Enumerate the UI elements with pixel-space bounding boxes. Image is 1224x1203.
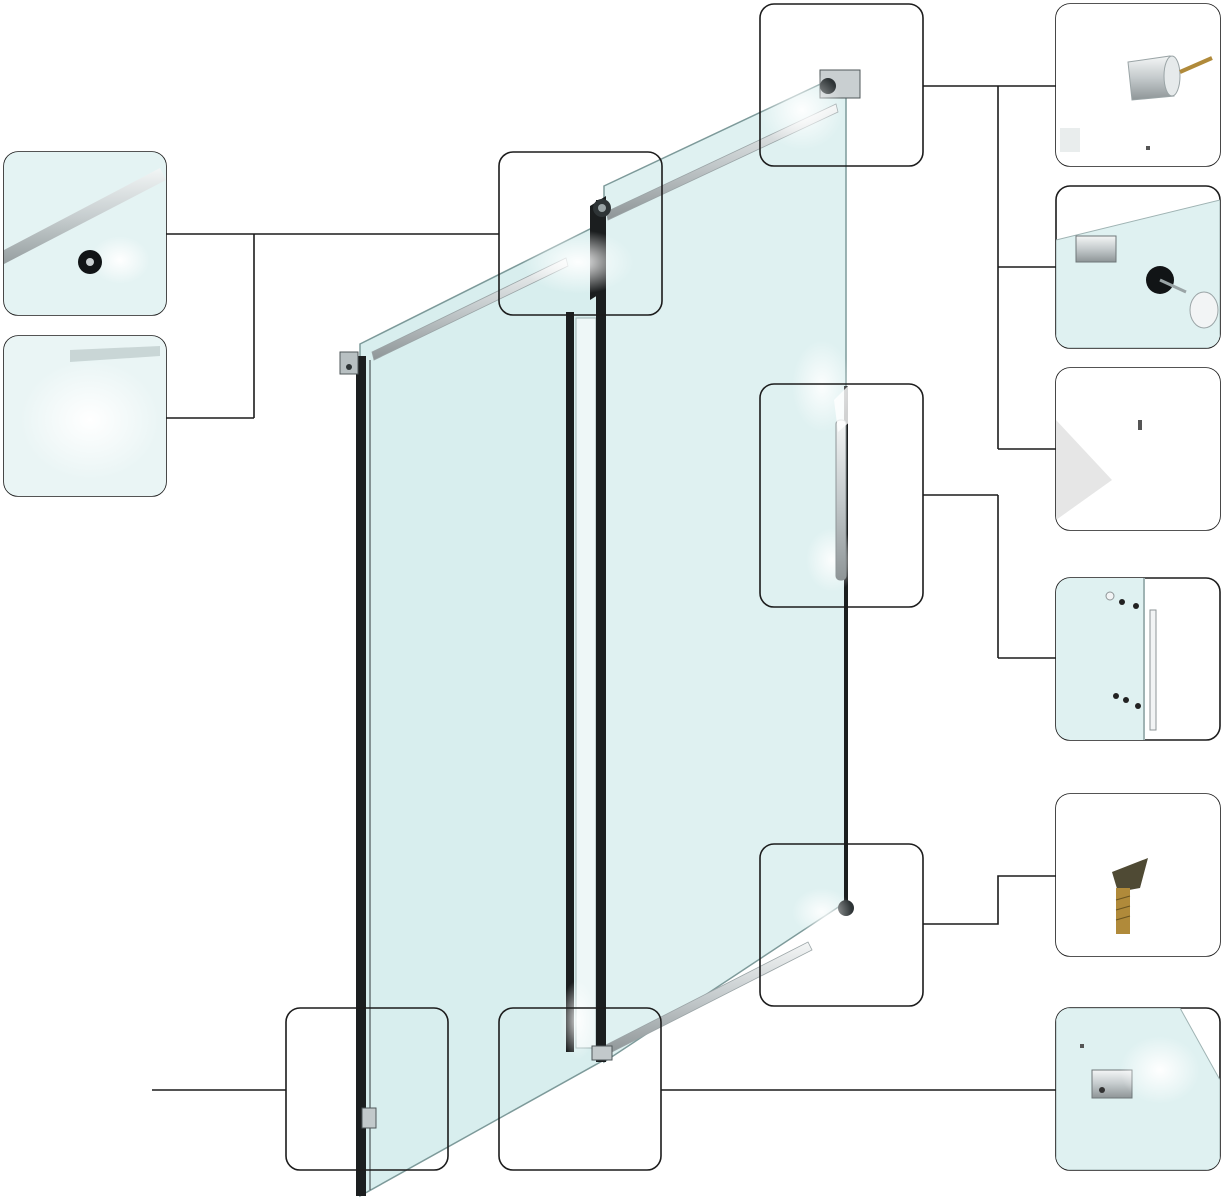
center-profile-left: [566, 312, 574, 1052]
detail-roller-closeup: [3, 151, 167, 316]
callout-bottom-clamp: [285, 1007, 449, 1171]
left-wall-profile: [356, 356, 366, 1196]
leader-lines: [152, 85, 1056, 1091]
callout-stopper: [759, 843, 924, 1007]
stopper-icon: [1112, 858, 1148, 934]
floor-guide: [591, 1045, 613, 1061]
detail-wheel-cap: [1055, 185, 1221, 349]
center-profile-right: [596, 200, 606, 1062]
callout-floor-guide: [498, 1007, 662, 1171]
detail-guide-closeup: [3, 335, 167, 497]
detail-floor-guide: [1055, 1007, 1221, 1171]
bracket-icon: [1127, 55, 1175, 101]
detail-handle: [1055, 577, 1221, 741]
door-handle: [834, 384, 852, 581]
center-profile-inner: [575, 317, 597, 1049]
bottom-glass-clamp: [361, 1107, 377, 1129]
wall-bracket: [339, 351, 359, 375]
callout-top-roller: [759, 3, 924, 167]
handle-icon: [1149, 609, 1157, 731]
center-roller-wheel: [593, 199, 611, 217]
detail-stopper: [1055, 793, 1221, 957]
main-assembly: [339, 69, 861, 1198]
detail-knob-screw: [1055, 3, 1221, 167]
detail-bracket-blurred: [1055, 367, 1221, 531]
